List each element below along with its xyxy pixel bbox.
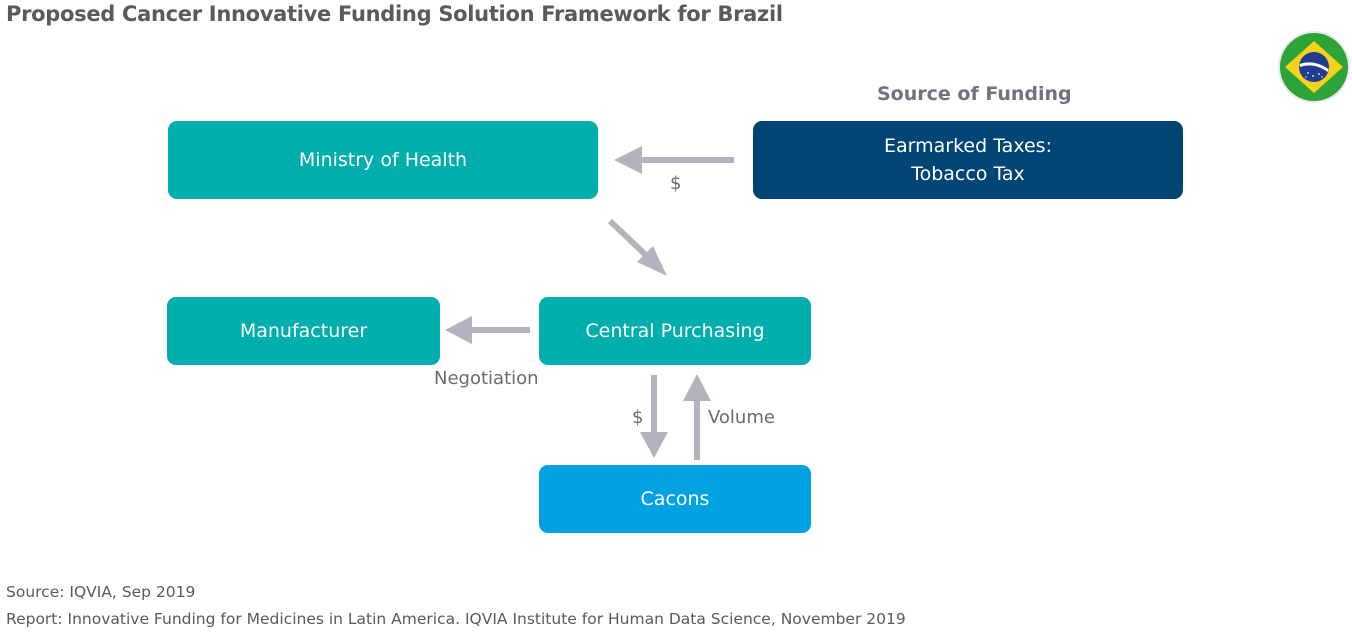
ministry-of-health-label: Ministry of Health xyxy=(298,149,468,171)
manufacturer-box: Manufacturer xyxy=(167,297,440,365)
cacons-money-label: $ xyxy=(632,407,644,428)
source-note: Source: IQVIA, Sep 2019 xyxy=(6,583,196,601)
ministry-of-health-box: Ministry of Health xyxy=(168,121,598,199)
manufacturer-label: Manufacturer xyxy=(239,320,368,342)
arrow-tax-to-ministry xyxy=(614,146,734,174)
source-of-funding-heading: Source of Funding xyxy=(877,83,1072,105)
arrow-cacons-to-central xyxy=(683,374,711,460)
arrow-central-to-cacons xyxy=(640,375,668,458)
earmarked-taxes-box: Earmarked Taxes: Tobacco Tax xyxy=(753,121,1183,199)
tax-money-label: $ xyxy=(670,173,682,194)
earmarked-taxes-label: Earmarked Taxes: xyxy=(884,135,1052,157)
central-purchasing-label: Central Purchasing xyxy=(585,320,765,342)
page-title: Proposed Cancer Innovative Funding Solut… xyxy=(6,2,783,26)
tobacco-tax-label: Tobacco Tax xyxy=(911,163,1025,185)
central-purchasing-box: Central Purchasing xyxy=(539,297,811,365)
negotiation-label: Negotiation xyxy=(434,368,539,389)
arrow-central-to-manufacturer xyxy=(445,316,530,344)
cacons-label: Cacons xyxy=(640,488,710,510)
cacons-box: Cacons xyxy=(539,465,811,533)
report-note: Report: Innovative Funding for Medicines… xyxy=(6,610,906,628)
volume-label: Volume xyxy=(708,407,775,428)
brazil-flag-icon xyxy=(1278,31,1350,103)
arrow-ministry-to-central xyxy=(607,218,667,276)
